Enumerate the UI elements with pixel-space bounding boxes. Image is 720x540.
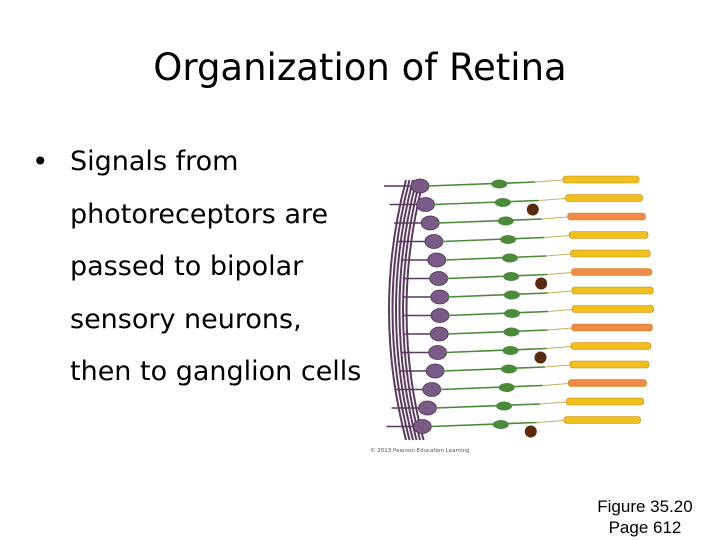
ganglion-cell: [416, 197, 435, 212]
nerve-fiber: [405, 179, 425, 441]
bipolar-cell: [492, 420, 509, 429]
cone-cell: [567, 379, 647, 387]
cone-cell: [567, 212, 646, 221]
horizontal-cell: [535, 277, 548, 290]
photoreceptor-link: [536, 420, 565, 423]
bipolar-process: [430, 421, 537, 428]
bipolar-process: [447, 292, 548, 298]
page-number: Page 612: [608, 518, 682, 537]
photoreceptor-link: [538, 198, 566, 201]
rod-cell: [563, 416, 641, 424]
slide-title: Organization of Retina: [153, 46, 567, 89]
bipolar-cell: [502, 346, 519, 355]
photoreceptor-link: [545, 253, 571, 257]
horizontal-cell: [524, 425, 537, 438]
photoreceptor-link: [547, 327, 572, 331]
photoreceptor-link: [547, 290, 572, 294]
cone-cell: [571, 268, 653, 276]
bipolar-process: [427, 181, 536, 187]
bipolar-cell: [500, 364, 517, 374]
bipolar-cell: [503, 290, 520, 300]
nerve-fiber: [391, 179, 411, 441]
ganglion-cell: [428, 345, 448, 360]
bipolar-cell: [503, 272, 520, 281]
photoreceptor-link: [535, 179, 563, 183]
bipolar-process: [446, 273, 548, 280]
bipolar-process: [433, 199, 539, 206]
rod-cell: [565, 194, 643, 202]
bipolar-process: [435, 403, 541, 409]
ganglion-cell: [427, 252, 447, 268]
bipolar-process: [445, 347, 547, 354]
horizontal-cell: [534, 351, 547, 364]
bipolar-cell: [501, 253, 518, 263]
optic-nerve-fibers: [388, 179, 425, 441]
ganglion-cell: [429, 271, 449, 286]
photoreceptor-link: [542, 383, 569, 386]
rod-cell: [571, 305, 655, 313]
bipolar-cell: [500, 235, 517, 244]
bipolar-process: [444, 255, 546, 261]
photoreceptor-link: [544, 364, 570, 368]
bipolar-cells: [427, 179, 549, 438]
ganglion-cell: [425, 363, 445, 379]
photoreceptor-link: [547, 309, 573, 312]
bipolar-cell: [491, 179, 508, 189]
bipolar-process: [441, 236, 545, 243]
bipolar-process: [447, 310, 549, 317]
ganglion-cell: [412, 419, 432, 434]
rod-cell: [570, 342, 652, 350]
ganglion-cell: [430, 308, 450, 323]
nerve-fiber: [398, 179, 418, 441]
retina-illustration: © 2013 Pearson Education Learning: [370, 175, 655, 454]
rod-cell: [569, 360, 650, 369]
ganglion-cell: [410, 178, 430, 194]
bipolar-cell: [496, 401, 513, 411]
bipolar-process: [439, 384, 543, 391]
bipolar-cell: [494, 198, 511, 207]
ganglion-cell: [418, 400, 437, 416]
photoreceptor-link: [547, 272, 572, 275]
photoreceptor-link: [540, 401, 567, 405]
figure-number: Figure 35.20: [597, 497, 693, 516]
photoreceptor-link: [541, 216, 568, 220]
bipolar-process: [447, 329, 548, 335]
ganglion-cell: [430, 289, 450, 305]
photoreceptors: [535, 175, 655, 424]
bullet-text: Signals from photoreceptors are passed t…: [70, 146, 362, 387]
bipolar-cell: [497, 216, 514, 226]
ganglion-cell: [420, 215, 440, 231]
rod-cell: [566, 397, 645, 406]
photoreceptor-link: [546, 346, 571, 349]
photoreceptor-link: [544, 235, 570, 238]
rod-cell: [571, 286, 654, 295]
bipolar-cell: [503, 327, 520, 337]
nerve-fiber: [395, 179, 414, 441]
rod-cell: [570, 249, 651, 258]
nerve-fiber: [388, 179, 407, 441]
horizontal-cell: [526, 203, 539, 216]
ganglion-cells: [383, 178, 450, 434]
bipolar-cell: [503, 309, 520, 318]
bipolar-process: [443, 366, 545, 372]
ganglion-cell: [424, 234, 444, 249]
figure-caption: Figure 35.20 Page 612: [580, 496, 710, 538]
bullet-symbol: •: [32, 145, 49, 178]
ganglion-cell: [429, 326, 449, 342]
cone-cell: [571, 323, 653, 332]
rod-cell: [568, 231, 649, 239]
nerve-fiber: [402, 179, 421, 441]
bipolar-process: [438, 218, 542, 224]
bipolar-cell: [498, 383, 515, 392]
figure-copyright: © 2013 Pearson Education Learning: [370, 447, 470, 454]
rod-cell: [562, 175, 640, 184]
ganglion-cell: [422, 382, 442, 397]
